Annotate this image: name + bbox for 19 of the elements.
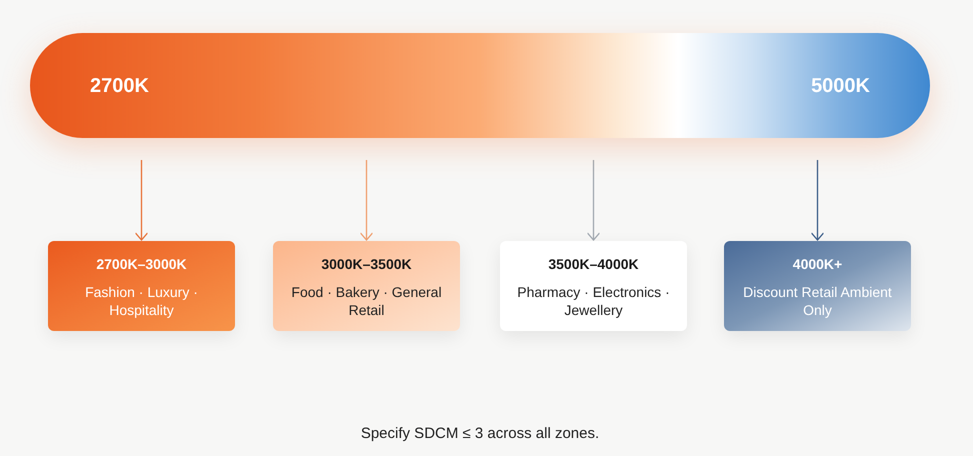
zone-range: 2700K–3000K	[96, 254, 187, 274]
zone-card	[724, 241, 911, 331]
arrow	[810, 160, 824, 241]
zone-card	[273, 241, 460, 331]
arrow	[586, 160, 600, 241]
arrow	[360, 160, 374, 241]
arrow	[134, 160, 148, 241]
zone-range: 4000K+	[792, 254, 842, 274]
zone-card	[500, 241, 687, 331]
temperature-label: 2700K	[90, 74, 149, 98]
zone-range: 3500K–4000K	[548, 254, 639, 274]
temperature-label: 5000K	[811, 74, 870, 98]
zone-range: 3000K–3500K	[321, 254, 412, 274]
zone-card	[48, 241, 235, 331]
zone-uses: Fashion · Luxury · Hospitality	[84, 282, 199, 318]
zone-uses: Food · Bakery · General Retail	[290, 282, 443, 318]
zone-uses: Pharmacy · Electronics · Jewellery	[516, 282, 671, 318]
caption: Specify SDCM ≤ 3 across all zones.	[360, 424, 600, 444]
zone-uses: Discount Retail Ambient Only	[742, 282, 893, 318]
